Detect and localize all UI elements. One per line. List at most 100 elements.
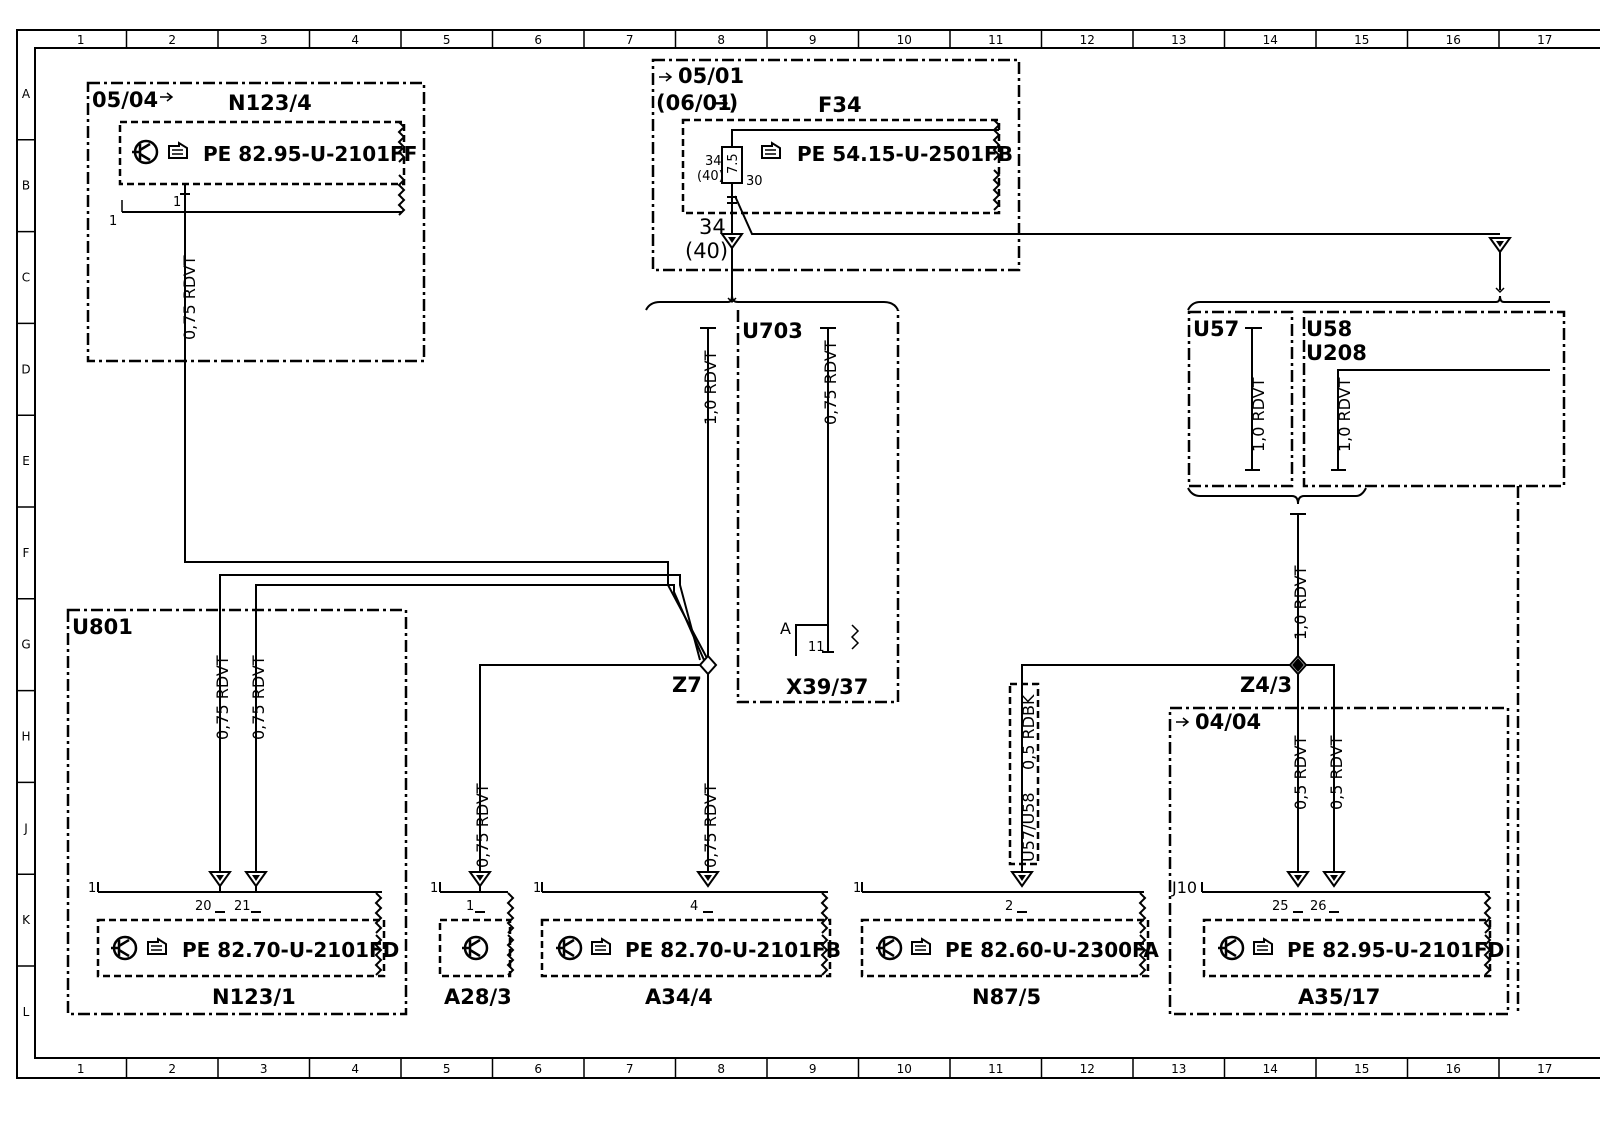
grid-row-label: C (22, 271, 30, 285)
grid-row-label: A (22, 87, 31, 101)
grid-column-label: 17 (1537, 1062, 1552, 1076)
ref-label: (06/01 (656, 91, 732, 115)
pe-reference: PE 82.70-U-2101FD (182, 938, 399, 962)
connector-label: (40) (685, 239, 728, 263)
splice-z7: Z7 (219, 574, 718, 892)
wire-label: 0,5 RDBK (1019, 694, 1038, 770)
connector-tag: A (780, 619, 791, 638)
grid-column-label: 16 (1446, 33, 1461, 47)
grid-column-label: 7 (626, 1062, 634, 1076)
component-label: N87/5 (972, 985, 1041, 1009)
connector-label: J10 (1171, 878, 1197, 897)
grid-column-label: 2 (168, 33, 176, 47)
grid-row-label: B (22, 179, 30, 193)
grid-row-label: D (21, 362, 30, 376)
grid-row-label: J (23, 821, 28, 835)
svg-text:→): →) (711, 91, 738, 115)
grid-column-label: 14 (1263, 33, 1278, 47)
pe-reference: PE 82.70-U-2101FB (625, 938, 841, 962)
grid-column-label: 16 (1446, 1062, 1461, 1076)
wire-label: 1,0 RDVT (1291, 565, 1310, 640)
grid-column-label: 14 (1263, 1062, 1278, 1076)
wire-label: 0,75 RDVT (213, 655, 232, 740)
wire-label: 0,75 RDVT (473, 783, 492, 868)
component-f34: 05/01 (06/01 →) F34 7.5 34 (40) 30 PE 54… (651, 58, 1021, 272)
grid-column-label: 13 (1171, 33, 1186, 47)
wire-label: 0,5 RDVT (1291, 735, 1310, 810)
harness-label: U57/U58 (1019, 792, 1038, 862)
pin-label: 1 (853, 881, 861, 896)
component-label: U58 (1306, 317, 1352, 341)
component-a35-17: 04/04 0,5 RDVT 0,5 RDVT J10 25 26 PE 82.… (1168, 706, 1510, 1016)
wire-label: 0,75 RDVT (701, 783, 720, 868)
ref-label: 04/04 (1195, 710, 1261, 734)
pin-label: 21 (234, 899, 251, 914)
component-n123-1: U801 0,75 RDVT 0,75 RDVT 1 20 21 PE 82.7… (66, 608, 408, 1016)
pin-label: 4 (690, 899, 698, 914)
component-label: U703 (742, 319, 803, 343)
wire-to-z4-3 (1290, 513, 1306, 660)
frame: 1122334455667788991010111112121313141415… (16, 29, 1600, 1079)
grid-column-label: 12 (1080, 33, 1095, 47)
component-label: A28/3 (444, 985, 512, 1009)
pin-label: 1 (430, 881, 438, 896)
pin-label: 1 (173, 195, 181, 210)
grid-column-label: 5 (443, 1062, 451, 1076)
splice-label: Z4/3 (1240, 673, 1292, 697)
wire-label: 0,75 RDVT (249, 655, 268, 740)
splice-label: Z7 (672, 673, 702, 697)
ref-label: 05/01 (678, 64, 744, 88)
grid-column-label: 2 (168, 1062, 176, 1076)
grid-column-label: 5 (443, 33, 451, 47)
grid-row-label: H (21, 730, 30, 744)
pin-label: 25 (1272, 899, 1289, 914)
fuse-rating: 7.5 (726, 153, 741, 174)
grid-column-label: 12 (1080, 1062, 1095, 1076)
grid-row-label: L (23, 1005, 30, 1019)
pin-label: 20 (195, 899, 212, 914)
grid-column-label: 3 (260, 1062, 268, 1076)
grid-column-label: 4 (351, 1062, 359, 1076)
component-label: U57 (1193, 317, 1239, 341)
grid-column-label: 15 (1354, 1062, 1369, 1076)
pin-label: (40) (697, 169, 724, 184)
pe-reference: PE 82.60-U-2300FA (945, 938, 1159, 962)
harness-u57: U57 1,0 RDVT (1187, 310, 1294, 488)
component-n87-5: 0,5 RDBK U57/U58 1 2 PE 82.60-U-2300FA N… (853, 682, 1159, 1009)
harness-u58: U58 U208 1,0 RDVT (1302, 310, 1566, 1014)
grid-column-label: 11 (988, 1062, 1003, 1076)
grid-row-label: F (23, 546, 30, 560)
grid-column-label: 9 (809, 1062, 817, 1076)
grid-column-label: 6 (534, 33, 542, 47)
pe-reference: PE 82.95-U-2101FF (203, 142, 417, 166)
pin-label: 30 (746, 174, 763, 189)
grid-column-label: 13 (1171, 1062, 1186, 1076)
pin-label: 1 (109, 214, 117, 229)
grid-column-label: 9 (809, 33, 817, 47)
component-n123-4: 05/04 N123/4 PE 82.95-U-2101FF 1 1 (86, 81, 426, 363)
pe-reference: PE 82.95-U-2101FD (1287, 938, 1504, 962)
grid-column-label: 15 (1354, 33, 1369, 47)
wire-n123-4 (184, 194, 709, 661)
pin-label: 11 (808, 640, 825, 655)
component-label: U801 (72, 615, 133, 639)
wire-f34-bus (734, 195, 1500, 235)
pin-label: 1 (466, 899, 474, 914)
grid-column-label: 8 (717, 1062, 725, 1076)
component-a34-4: 0,75 RDVT 1 4 PE 82.70-U-2101FB A34/4 (533, 783, 841, 1009)
grid-row-label: E (22, 454, 30, 468)
grid-column-label: 6 (534, 1062, 542, 1076)
component-u703: U703 0,75 RDVT A 11 X39/37 (736, 310, 900, 704)
pin-label: 1 (88, 881, 96, 896)
component-label: N123/1 (212, 985, 296, 1009)
wire-label: 1,0 RDVT (1249, 377, 1268, 452)
grid-column-label: 10 (897, 1062, 912, 1076)
grid-column-label: 10 (897, 33, 912, 47)
grid-column-label: 1 (77, 1062, 85, 1076)
component-label: X39/37 (786, 675, 868, 699)
component-a28-3: 0,75 RDVT 1 1 A28/3 (430, 783, 514, 1009)
grid-column-label: 3 (260, 33, 268, 47)
pin-label: 34 (705, 154, 722, 169)
pin-label: 26 (1310, 899, 1327, 914)
